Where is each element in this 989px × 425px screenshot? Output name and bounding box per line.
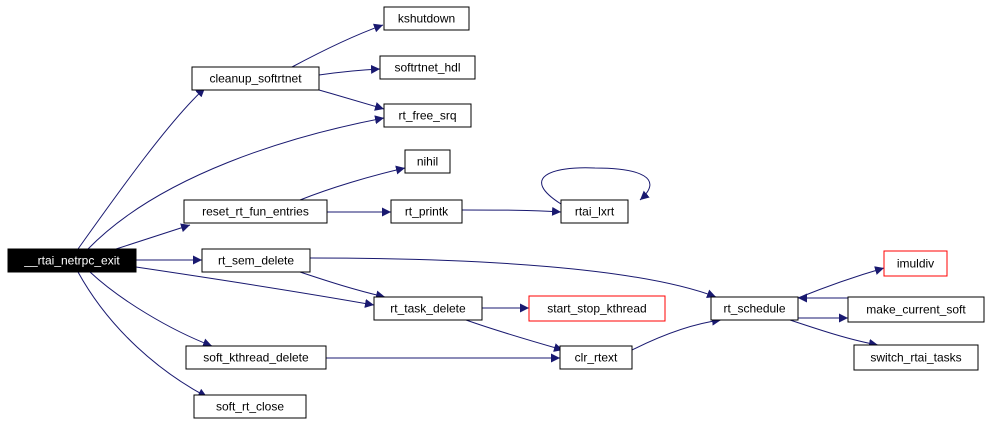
edge-rtai-netrpc-exit-to-soft-kthread-delete (89, 271, 213, 347)
node-label: rt_task_delete (390, 302, 466, 316)
node-soft-kthread-delete[interactable]: soft_kthread_delete (185, 345, 327, 370)
node-box (383, 6, 470, 31)
node-label: make_current_soft (866, 303, 966, 317)
node-box (560, 199, 629, 224)
node-label: kshutdown (398, 12, 455, 26)
edge-clr-rtext-to-rt-schedule (631, 316, 722, 351)
node-label: cleanup_softrtnet (209, 72, 302, 86)
node-rtai-netrpc-exit[interactable]: __rtai_netrpc_exit (7, 248, 137, 273)
edge-rtai-netrpc-exit-to-rt-task-delete (135, 266, 375, 308)
node-box (847, 296, 985, 323)
node-label: rt_sem_delete (218, 254, 294, 268)
edge-rt-sem-delete-to-rt-task-delete (299, 271, 386, 300)
edge-rtai-netrpc-exit-to-soft-rt-close (77, 271, 208, 398)
nodes-layer: __rtai_netrpc_exit kshutdown cleanup_softr… (7, 6, 985, 419)
node-label: rtai_lxrt (575, 205, 615, 219)
edge-reset-rt-fun-entries-to-nihil (299, 165, 406, 201)
node-label: nihil (417, 155, 438, 169)
edge-rtai-lxrt-to-rtai-lxrt (541, 167, 651, 205)
edge-rt-sem-delete-to-rt-schedule (309, 257, 717, 299)
node-switch-rtai-tasks[interactable]: switch_rtai_tasks (853, 344, 979, 371)
node-box (559, 345, 633, 370)
node-box (710, 296, 799, 321)
edge-cleanup-softrtnet-to-rt-free-srq (318, 89, 385, 111)
edge-rt-printk-to-rtai-lxrt (461, 206, 562, 216)
node-box (373, 296, 483, 321)
node-soft-rt-close[interactable]: soft_rt_close (193, 394, 307, 419)
node-nihil[interactable]: nihil (404, 149, 451, 174)
node-reset-rt-fun-entries[interactable]: reset_rt_fun_entries (183, 199, 328, 224)
edges-layer (77, 23, 885, 398)
node-box (383, 103, 472, 128)
node-label: soft_kthread_delete (203, 351, 309, 365)
node-rt-free-srq[interactable]: rt_free_srq (383, 103, 472, 128)
node-box (883, 250, 948, 277)
node-box (193, 394, 307, 419)
node-rt-task-delete[interactable]: rt_task_delete (373, 296, 483, 321)
node-label: reset_rt_fun_entries (202, 205, 309, 219)
node-box (185, 345, 327, 370)
node-label: switch_rtai_tasks (870, 351, 961, 365)
node-label: rt_schedule (723, 302, 785, 316)
node-cleanup-softrtnet[interactable]: cleanup_softrtnet (191, 66, 320, 91)
edge-rtai-netrpc-exit-to-cleanup-softrtnet (77, 87, 206, 250)
node-box (404, 149, 451, 174)
node-rt-printk[interactable]: rt_printk (390, 199, 463, 224)
node-rt-schedule[interactable]: rt_schedule (710, 296, 799, 321)
node-label: rt_printk (405, 205, 449, 219)
node-label: start_stop_kthread (547, 302, 646, 316)
node-box (528, 295, 666, 322)
node-box (853, 344, 979, 371)
edge-rt-schedule-to-imuldiv (797, 266, 885, 299)
node-box (7, 248, 137, 273)
node-label: soft_rt_close (216, 400, 284, 414)
node-rtai-lxrt[interactable]: rtai_lxrt (560, 199, 629, 224)
node-label: clr_rtext (575, 351, 618, 365)
node-rt-sem-delete[interactable]: rt_sem_delete (201, 248, 311, 273)
node-make-current-soft[interactable]: make_current_soft (847, 296, 985, 323)
node-box (183, 199, 328, 224)
edge-rt-schedule-to-switch-rtai-tasks (789, 319, 879, 348)
node-box (201, 248, 311, 273)
edge-rt-task-delete-to-clr-rtext (465, 319, 564, 352)
node-kshutdown[interactable]: kshutdown (383, 6, 470, 31)
node-softrtnet-hdl[interactable]: softrtnet_hdl (379, 55, 476, 80)
node-label: __rtai_netrpc_exit (23, 254, 120, 268)
edge-cleanup-softrtnet-to-kshutdown (291, 23, 384, 68)
node-label: softrtnet_hdl (394, 61, 460, 75)
edge-rtai-netrpc-exit-to-reset-rt-fun-entries (115, 223, 191, 250)
node-box (191, 66, 320, 91)
node-imuldiv[interactable]: imuldiv (883, 250, 948, 277)
node-clr-rtext[interactable]: clr_rtext (559, 345, 633, 370)
node-start-stop-kthread[interactable]: start_stop_kthread (528, 295, 666, 322)
node-label: imuldiv (897, 257, 934, 271)
node-label: rt_free_srq (398, 109, 456, 123)
edge-cleanup-softrtnet-to-softrtnet-hdl (318, 64, 381, 76)
edge-rtai-netrpc-exit-to-rt-free-srq (87, 115, 385, 250)
node-box (390, 199, 463, 224)
node-box (379, 55, 476, 80)
